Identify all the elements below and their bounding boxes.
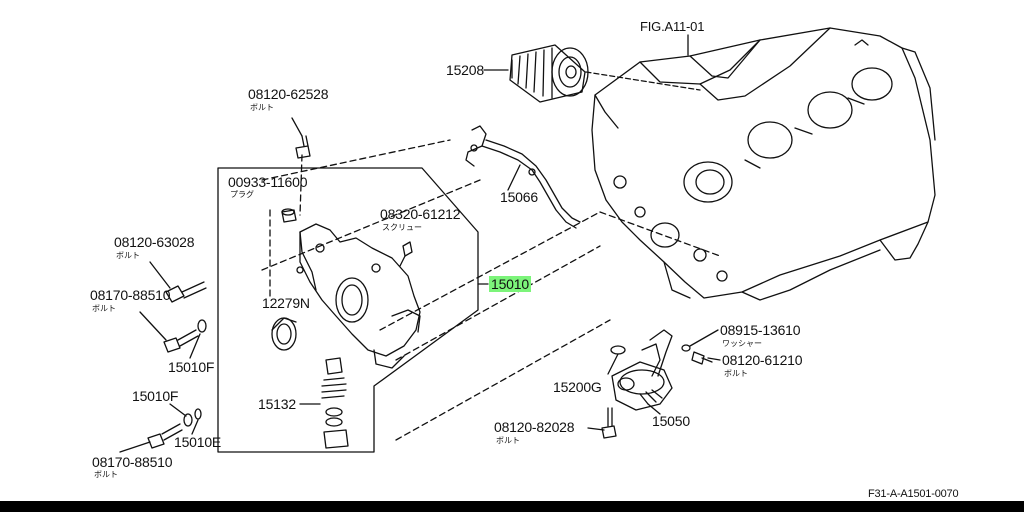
part-15050-label[interactable]: 15050 — [652, 413, 690, 429]
part-15200G-label[interactable]: 15200G — [553, 379, 602, 395]
leader-dipstick — [507, 164, 521, 191]
engine-block — [591, 27, 936, 301]
part-15208-label[interactable]: 15208 — [446, 62, 484, 78]
part-15066-label[interactable]: 15066 — [500, 189, 538, 205]
bolt-top — [295, 135, 311, 159]
part-08320-61212-label[interactable]: 08320-61212 — [380, 206, 461, 222]
part-08120-63028-label[interactable]: 08120-63028 — [114, 234, 195, 250]
part-12279N-label[interactable]: 12279N — [262, 295, 310, 311]
leader-bolt-bottom — [119, 441, 151, 453]
oring — [610, 345, 626, 355]
bolt-left-2 — [163, 319, 207, 353]
part-08170-88510-bottom-note: ボルト — [94, 470, 118, 479]
leader-oring — [607, 353, 619, 375]
leader-bolt-top — [291, 117, 303, 137]
oil-filter — [509, 44, 589, 103]
screw — [399, 241, 413, 267]
relief-kit — [321, 357, 349, 449]
leader-15010E — [191, 419, 199, 435]
part-08120-61210-note: ボルト — [724, 369, 748, 378]
oil-pump-body — [296, 223, 421, 369]
part-08915-13610-note: ワッシャー — [722, 339, 762, 348]
leader-washer-right — [689, 329, 719, 347]
part-08120-61210-label[interactable]: 08120-61210 — [722, 352, 803, 368]
figure-ref-label: FIG.A11-01 — [640, 19, 705, 34]
part-00933-11600-note: プラグ — [230, 190, 254, 199]
part-15010F-label-1[interactable]: 15010F — [168, 359, 215, 375]
leader-bolt-strainer — [587, 427, 605, 431]
leader-bolt-left-2 — [139, 311, 167, 341]
plug — [281, 208, 297, 223]
bolt-left-1 — [165, 281, 207, 303]
front-seal — [271, 317, 297, 351]
part-08120-82028-note: ボルト — [496, 436, 520, 445]
bottom-bar — [0, 501, 1024, 512]
pump-frame — [217, 167, 479, 453]
part-08170-88510-label[interactable]: 08170-88510 — [90, 287, 171, 303]
part-15010F-label-2[interactable]: 15010F — [132, 388, 179, 404]
dipstick-tube — [465, 125, 581, 229]
bolt-right — [681, 344, 713, 365]
oil-strainer — [611, 329, 673, 411]
leader-15010F-1 — [189, 333, 201, 359]
part-15010E-label[interactable]: 15010E — [174, 434, 222, 450]
bolt-strainer — [601, 407, 617, 439]
part-08170-88510-note: ボルト — [92, 304, 116, 313]
drawing-code: F31-A-A1501-0070 — [868, 488, 959, 500]
part-00933-11600-label[interactable]: 00933-11600 — [228, 174, 308, 190]
part-08120-63028-note: ボルト — [116, 251, 140, 260]
part-08320-61212-note: スクリュー — [382, 223, 422, 232]
part-08120-62528-note: ボルト — [250, 103, 274, 112]
leader-bolt-right — [707, 357, 721, 361]
part-08120-82028-label[interactable]: 08120-82028 — [494, 419, 575, 435]
part-08170-88510-bottom-label[interactable]: 08170-88510 — [92, 454, 173, 470]
leader-strainer — [647, 403, 661, 415]
part-08120-62528-label[interactable]: 08120-62528 — [248, 86, 329, 102]
leader-filter-dash — [585, 71, 701, 91]
assembly-lines — [261, 139, 721, 441]
part-15132-label[interactable]: 15132 — [258, 396, 296, 412]
bolt-bottom — [147, 408, 202, 449]
part-08915-13610-label[interactable]: 08915-13610 — [720, 322, 801, 338]
leader-15010F-2 — [169, 403, 187, 417]
leader-bolt-left-1 — [149, 261, 171, 289]
part-15010-label[interactable]: 15010 — [489, 276, 531, 292]
